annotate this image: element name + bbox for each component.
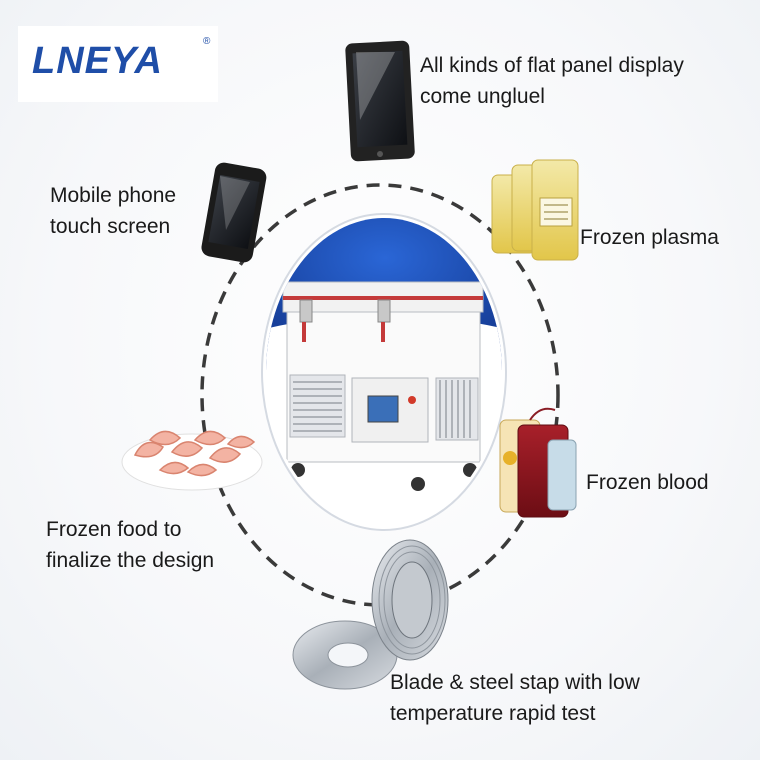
caption-blade-steel-line2: temperature rapid test: [390, 702, 596, 725]
caption-frozen-blood-line1: Frozen blood: [586, 471, 709, 494]
caption-flat-panel-line1: All kinds of flat panel display: [420, 54, 684, 77]
caption-frozen-food-line2: finalize the design: [46, 549, 215, 572]
tablet-image: [345, 40, 415, 162]
mobile-phone-image: [201, 162, 267, 263]
caption-blade-steel-line1: Blade & steel stap with low: [390, 671, 640, 694]
brand-logo: LNEYA ®: [18, 26, 218, 102]
caption-frozen-blood: Frozen blood: [586, 467, 709, 498]
caption-frozen-food: Frozen food to finalize the design: [46, 514, 214, 576]
caption-frozen-food-line1: Frozen food to: [46, 518, 182, 541]
central-freezer-oval: [261, 213, 507, 531]
caption-frozen-plasma: Frozen plasma: [580, 222, 719, 253]
caption-frozen-plasma-line1: Frozen plasma: [580, 226, 719, 249]
shrimp-plate-image: [121, 430, 263, 491]
caption-flat-panel: All kinds of flat panel display come ung…: [420, 50, 684, 112]
steel-blade-image: [292, 539, 449, 690]
caption-mobile-phone-line1: Mobile phone: [50, 184, 177, 207]
caption-mobile-phone: Mobile phone touch screen: [50, 180, 176, 242]
caption-mobile-phone-line2: touch screen: [50, 215, 171, 238]
caption-flat-panel-line2: come ungluel: [420, 85, 545, 108]
registered-mark: ®: [203, 36, 211, 47]
caption-blade-steel: Blade & steel stap with low temperature …: [390, 667, 640, 729]
blood-bags-image: [499, 407, 577, 518]
dashed-ring: [200, 183, 560, 607]
brand-name: LNEYA: [32, 40, 163, 82]
plasma-bags-image: [491, 159, 579, 261]
